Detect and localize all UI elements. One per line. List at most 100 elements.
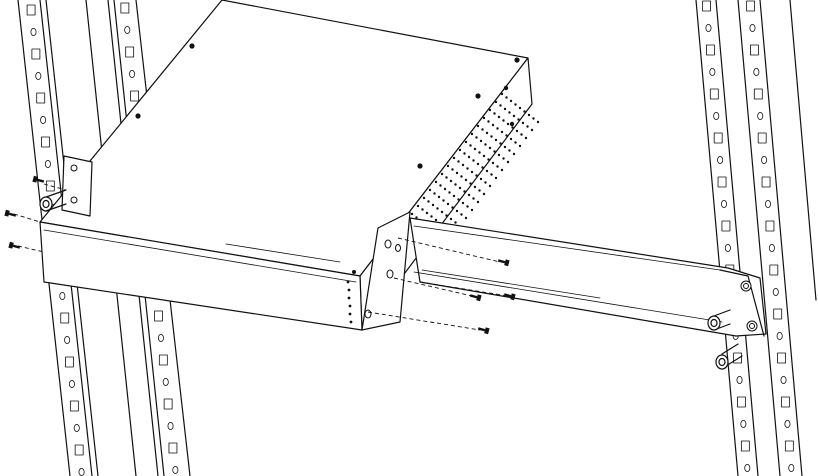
rail-round-hole-icon <box>64 335 71 344</box>
rail-square-hole-icon <box>702 0 711 12</box>
rail-square-hole-icon <box>163 398 173 410</box>
rail-round-hole-icon <box>78 467 85 476</box>
screw-icon <box>4 209 17 217</box>
top-screw-icon <box>475 93 481 99</box>
rail-square-hole-icon <box>706 44 715 56</box>
rail-square-hole-icon <box>746 0 755 12</box>
top-screw-icon <box>352 270 356 274</box>
rail-round-hole-icon <box>157 333 164 342</box>
rear-support-bracket <box>361 211 767 337</box>
rear-standoff-lower <box>715 343 743 370</box>
rail-round-hole-icon <box>705 23 712 32</box>
rail-square-hole-icon <box>784 440 794 452</box>
top-screw-icon <box>417 163 423 169</box>
rail-round-hole-icon <box>73 423 80 432</box>
rail-square-hole-icon <box>769 264 779 276</box>
rear-standoff-upper <box>707 309 731 331</box>
screw-icon <box>497 259 510 267</box>
rail-square-hole-icon <box>757 132 767 144</box>
rail-square-hole-icon <box>130 90 139 102</box>
rail-round-hole-icon <box>59 291 66 300</box>
rail-round-hole-icon <box>44 159 51 168</box>
rail-square-hole-icon <box>750 44 759 56</box>
bracket-hole-icon <box>386 269 394 279</box>
rail-round-hole-icon <box>167 421 174 430</box>
rail-round-hole-icon <box>788 463 795 472</box>
bracket-screws <box>469 259 516 335</box>
rail-square-hole-icon <box>709 88 719 100</box>
top-screw-icon <box>514 57 520 63</box>
front-mounting-ear <box>39 155 93 217</box>
side-screw-icon <box>503 85 509 91</box>
rail-round-hole-icon <box>784 419 791 428</box>
rail-square-hole-icon <box>717 176 727 188</box>
rail-round-hole-icon <box>68 379 75 388</box>
bracket-hole-icon <box>364 309 372 319</box>
rail-round-hole-icon <box>162 377 169 386</box>
rail-round-hole-icon <box>744 463 751 472</box>
rail-square-hole-icon <box>74 444 84 456</box>
rail-square-hole-icon <box>36 92 46 104</box>
rail-square-hole-icon <box>737 396 746 408</box>
rail-round-hole-icon <box>740 419 747 428</box>
device-chassis <box>39 0 540 331</box>
rail-square-hole-icon <box>781 396 790 408</box>
rail-round-hole-icon <box>717 155 724 164</box>
side-screw-icon <box>509 121 515 127</box>
rail-square-hole-icon <box>713 132 723 144</box>
rail-round-hole-icon <box>30 27 37 36</box>
rail-round-hole-icon <box>749 23 756 32</box>
rail-square-hole-icon <box>753 88 763 100</box>
rail-square-hole-icon <box>773 308 783 320</box>
rail-square-hole-icon <box>733 352 742 364</box>
rail-square-hole-icon <box>761 176 771 188</box>
rail-round-hole-icon <box>721 199 728 208</box>
top-screw-icon <box>135 113 141 119</box>
right-rack-rail-inner <box>695 0 759 476</box>
rail-round-hole-icon <box>129 70 136 79</box>
rail-square-hole-icon <box>65 356 74 368</box>
screw-icon <box>32 175 45 183</box>
rail-square-hole-icon <box>721 220 731 232</box>
front-indicator-dots <box>346 280 353 324</box>
rail-round-hole-icon <box>709 68 716 77</box>
screw-icon <box>477 327 490 335</box>
top-screw-icon <box>189 43 195 49</box>
rail-square-hole-icon <box>777 352 786 364</box>
rail-round-hole-icon <box>761 155 768 164</box>
rail-round-hole-icon <box>713 112 720 121</box>
screw-icon <box>469 294 482 302</box>
rail-round-hole-icon <box>40 116 47 125</box>
screw-icon <box>503 293 516 301</box>
rail-square-hole-icon <box>26 4 36 16</box>
rail-square-hole-icon <box>69 400 79 412</box>
right-rack-rail-outer <box>737 0 817 476</box>
rail-round-hole-icon <box>765 199 772 208</box>
rail-round-hole-icon <box>724 243 731 252</box>
rail-square-hole-icon <box>168 442 178 454</box>
rail-square-hole-icon <box>125 46 135 58</box>
rail-square-hole-icon <box>60 312 70 324</box>
rail-round-hole-icon <box>780 375 787 384</box>
rail-round-hole-icon <box>772 287 779 296</box>
rail-square-hole-icon <box>740 440 750 452</box>
rail-square-hole-icon <box>45 180 55 192</box>
bracket-hole-icon <box>384 239 392 249</box>
rail-square-hole-icon <box>158 354 168 366</box>
rail-round-hole-icon <box>35 72 42 81</box>
screw-icon <box>8 241 21 249</box>
rail-square-hole-icon <box>765 220 775 232</box>
rail-round-hole-icon <box>172 465 179 474</box>
rail-square-hole-icon <box>31 48 41 60</box>
assembly-guide-lines <box>13 183 509 331</box>
rail-round-hole-icon <box>757 112 764 121</box>
rail-round-hole-icon <box>736 375 743 384</box>
left-screws <box>4 175 45 249</box>
rail-square-hole-icon <box>120 2 130 14</box>
rail-square-hole-icon <box>41 136 50 148</box>
rail-round-hole-icon <box>124 25 131 34</box>
rail-round-hole-icon <box>753 68 760 77</box>
rail-round-hole-icon <box>768 243 775 252</box>
rail-round-hole-icon <box>776 331 783 340</box>
